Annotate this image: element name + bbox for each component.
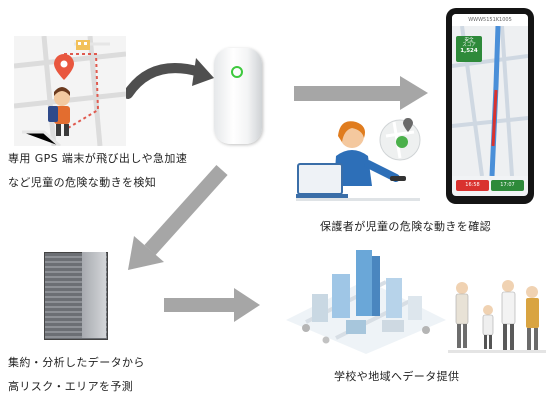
gps-caption-line1: 専用 GPS 端末が飛び出しや急加速: [8, 152, 188, 165]
gps-device: [214, 48, 262, 144]
trees-icon: [302, 324, 430, 344]
server-rack-side: [82, 252, 106, 338]
arrow-right-bottom-head: [234, 288, 260, 322]
score-label-2: スコア: [462, 43, 476, 49]
score-label-1: 安全: [464, 38, 474, 43]
gps-caption-line2: など児童の危険な動きを検知: [8, 176, 157, 189]
time-button-green[interactable]: 17:07: [491, 180, 524, 191]
building-icon: [76, 40, 90, 50]
smartphone: WWW5151K1005 安全 スコア 1,524 16:58 17:07: [446, 8, 534, 204]
analysis-caption-line1: 集約・分析したデータから: [8, 356, 145, 369]
curved-arrow-head: [192, 58, 214, 86]
provide-caption: 学校や地域へデータ提供: [334, 370, 460, 383]
laptop-icon: [296, 163, 348, 198]
map-pin-icon: [54, 54, 74, 80]
arrow-diagonal-head: [128, 236, 164, 270]
score-value: 1,524: [460, 47, 478, 54]
people-illustration: [448, 280, 546, 353]
phone-screen: WWW5151K1005 安全 スコア 1,524 16:58 17:07: [452, 14, 528, 196]
woman-figure-icon: [334, 121, 400, 186]
route-red: [491, 89, 498, 147]
arrow-diagonal-shaft: [144, 164, 228, 256]
device-led-icon: [231, 66, 243, 78]
guardian-caption: 保護者が児童の危険な動きを確認: [320, 220, 491, 233]
arrow-right-top-shaft: [294, 86, 402, 101]
map-child-illustration: [14, 36, 126, 146]
city-illustration: [286, 250, 446, 354]
guardian-illustration: [296, 118, 421, 201]
map-bubble-icon: [379, 118, 421, 161]
safety-score-badge: 安全 スコア 1,524: [456, 36, 482, 62]
family-figures-icon: [455, 280, 539, 350]
route-path: [64, 53, 100, 129]
app-title: WWW5151K1005: [452, 14, 528, 26]
arrow-right-bottom-shaft: [164, 298, 236, 312]
time-button-red[interactable]: 16:58: [456, 180, 489, 191]
analysis-caption-line2: 高リスク・エリアを予測: [8, 380, 134, 393]
arrow-right-top-head: [400, 76, 428, 110]
child-figure-icon: [48, 87, 70, 136]
curved-arrow: [123, 63, 205, 99]
city-buildings-icon: [312, 250, 422, 334]
